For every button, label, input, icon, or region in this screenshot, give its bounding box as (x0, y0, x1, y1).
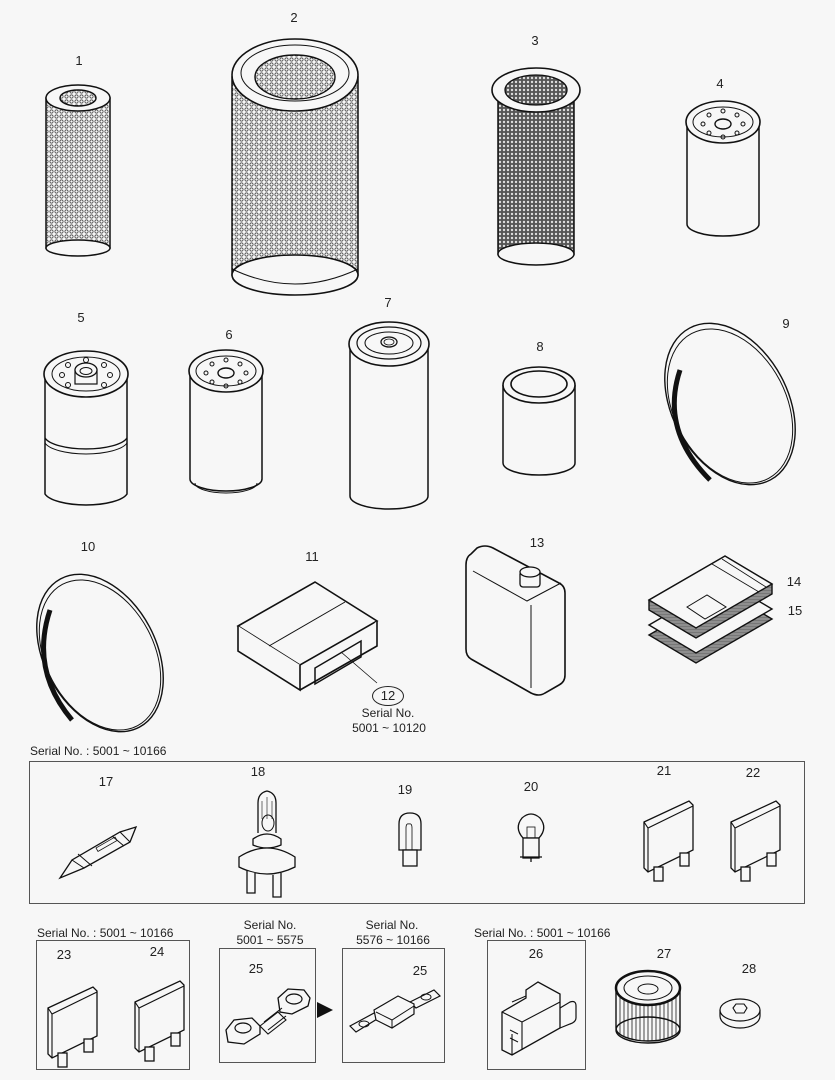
blade-fuse-23-icon (47, 986, 98, 1068)
callout-8: 8 (536, 339, 544, 354)
bayonet-bulb-20-icon (517, 813, 545, 862)
mesh-filter-1-icon (45, 84, 111, 257)
manuals-14-15-icon (647, 555, 774, 664)
callout-20: 20 (523, 779, 539, 794)
bulbs-group-serial: Serial No. : 5001 ~ 10166 (30, 744, 167, 758)
air-filter-3-icon (491, 67, 581, 266)
callout-23: 23 (56, 947, 72, 962)
festoon-bulb-17-icon (58, 825, 138, 880)
callout-26: 26 (528, 946, 544, 961)
fuses-23-24-frame (36, 940, 190, 1070)
part-25-old-serial-range: 5001 ~ 5575 (236, 933, 304, 947)
callout-10: 10 (80, 539, 96, 554)
wedge-bulb-19-icon (398, 812, 422, 867)
callout-17: 17 (98, 774, 114, 789)
fuse-holder-26-icon (501, 981, 577, 1056)
callout-27: 27 (656, 946, 672, 961)
superseded-by-arrow-icon (317, 1002, 333, 1018)
callout-13: 13 (529, 535, 545, 550)
box-11-icon (236, 581, 379, 692)
seal-ring-28-icon (719, 998, 761, 1029)
part-25-old-serial-title: Serial No. (243, 918, 297, 932)
air-filter-2-icon (231, 38, 359, 296)
filter-sleeve-8-icon (502, 366, 576, 476)
callout-4: 4 (716, 76, 724, 91)
part-26-serial: Serial No. : 5001 ~ 10166 (474, 926, 611, 940)
callout-2: 2 (290, 10, 298, 25)
part-25-old-frame (219, 948, 316, 1063)
part-25-new-serial-range: 5576 ~ 10166 (356, 933, 430, 947)
part-25-new-frame (342, 948, 445, 1063)
fuses-23-24-serial: Serial No. : 5001 ~ 10166 (37, 926, 174, 940)
blade-fuse-24-icon (134, 980, 185, 1062)
canister-13-icon (465, 545, 566, 696)
blade-fuse-22-icon (730, 800, 781, 882)
pleated-filter-27-icon (614, 969, 682, 1044)
bulbs-fuses-group-frame (29, 761, 805, 904)
bolt-fuse-25-old-icon (225, 988, 311, 1045)
belt-10-icon (36, 573, 164, 733)
callout-28: 28 (741, 961, 757, 976)
part-25-new-serial-title: Serial No. (365, 918, 419, 932)
callout-19: 19 (397, 782, 413, 797)
spin-on-filter-4-icon (685, 100, 761, 237)
halogen-bulb-18-icon (238, 790, 296, 898)
spin-on-filter-5-icon (43, 350, 129, 506)
callout-22: 22 (745, 765, 761, 780)
callout-11: 11 (305, 549, 319, 564)
spin-on-filter-7-icon (348, 321, 430, 510)
callout-12: 12 (372, 686, 404, 706)
callout-18: 18 (250, 764, 266, 779)
part-26-frame (487, 940, 586, 1070)
callout-25-new: 25 (412, 963, 428, 978)
callout-14: 14 (786, 574, 802, 589)
callout-21: 21 (656, 763, 672, 778)
callout-7: 7 (384, 295, 392, 310)
callout-1: 1 (75, 53, 83, 68)
bolt-fuse-25-new-icon (349, 989, 442, 1033)
callout-24: 24 (149, 944, 165, 959)
callout-3: 3 (531, 33, 539, 48)
belt-9-icon (664, 322, 796, 486)
callout-15: 15 (787, 603, 803, 618)
part-12-serial-range: 5001 ~ 10120 (352, 721, 426, 735)
callout-25-old: 25 (248, 961, 264, 976)
callout-5: 5 (77, 310, 85, 325)
callout-9: 9 (782, 316, 790, 331)
part-12-serial-title: Serial No. (361, 706, 415, 720)
spin-on-filter-6-icon (188, 349, 264, 494)
callout-6: 6 (225, 327, 233, 342)
blade-fuse-21-icon (643, 800, 694, 882)
